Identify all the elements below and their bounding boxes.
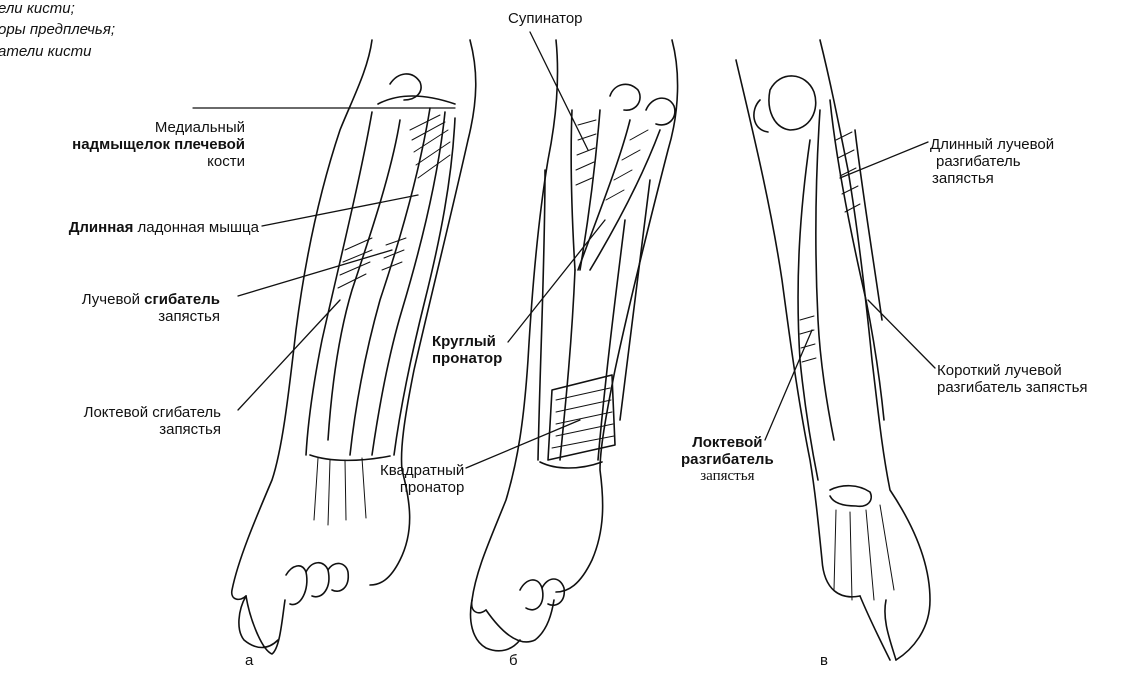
label-medial-epicondyle: Медиальный надмыщелок плечевой кости — [72, 119, 245, 170]
label-fcu-line1: Локтевой сгибатель — [84, 404, 221, 421]
label-ecrl-line1: Длинный лучевой — [930, 136, 1054, 153]
panel-label-c: в — [820, 652, 828, 669]
panel-label-a: а — [245, 652, 253, 669]
label-flexor-carpi-ulnaris: Локтевой сгибатель запястья — [84, 404, 221, 438]
leader-ecu — [765, 330, 812, 440]
label-extensor-carpi-radialis-longus: Длинный лучевой разгибатель запястья — [930, 136, 1054, 187]
label-medial-line3: кости — [72, 153, 245, 170]
label-medial-line2: надмыщелок плечевой — [72, 136, 245, 153]
label-fcu-line2: запястья — [84, 421, 221, 438]
label-palmaris-bold: Длинная — [69, 219, 134, 236]
label-extensor-carpi-radialis-brevis: Короткий лучевой разгибатель запястья — [937, 362, 1088, 396]
label-ecu-line1: Локтевой — [681, 434, 774, 451]
caption-line-1: ели кисти; — [0, 0, 75, 17]
caption-line-3: атели кисти — [0, 43, 91, 60]
caption-line-2: оры предплечья; — [0, 21, 115, 38]
label-palmaris-rest: ладонная мышца — [133, 219, 259, 236]
label-ecrb-line2: разгибатель запястья — [937, 379, 1088, 396]
label-pq-line1: Квадратный — [380, 462, 464, 479]
leader-pronator-teres — [508, 220, 605, 342]
label-fcr-part-a: Лучевой — [82, 291, 144, 308]
leader-fcr — [238, 250, 392, 296]
label-medial-line1: Медиальный — [72, 119, 245, 136]
label-pt-line2: пронатор — [432, 350, 502, 367]
leader-ecrl — [840, 142, 928, 178]
label-ecu-line3: запястья — [681, 468, 774, 485]
label-ecrb-line1: Короткий лучевой — [937, 362, 1088, 379]
forearm-c-drawing — [736, 40, 930, 660]
label-pt-line1: Круглый — [432, 333, 502, 350]
leader-ecrb — [868, 300, 935, 368]
label-pronator-teres: Круглый пронатор — [432, 333, 502, 367]
label-pq-line2: пронатор — [380, 479, 464, 496]
label-fcr-part-b: сгибатель — [144, 291, 220, 308]
label-palmaris-longus: Длинная ладонная мышца — [69, 219, 259, 236]
leader-palmaris — [262, 195, 418, 226]
label-supinator: Супинатор — [508, 10, 583, 27]
label-ecu-line2: разгибатель — [681, 451, 774, 468]
label-fcr-line1: Лучевой сгибатель — [82, 291, 220, 308]
label-pronator-quadratus: Квадратный пронатор — [380, 462, 464, 496]
leader-supinator — [530, 32, 588, 150]
label-ecrl-line2: разгибатель — [930, 153, 1054, 170]
panel-label-b: б — [509, 652, 518, 669]
label-fcr-line2: запястья — [82, 308, 220, 325]
label-ecrl-line3: запястья — [930, 170, 1054, 187]
leader-pronator-quad — [466, 420, 580, 468]
label-flexor-carpi-radialis: Лучевой сгибатель запястья — [82, 291, 220, 325]
label-extensor-carpi-ulnaris: Локтевой разгибатель запястья — [681, 434, 774, 485]
